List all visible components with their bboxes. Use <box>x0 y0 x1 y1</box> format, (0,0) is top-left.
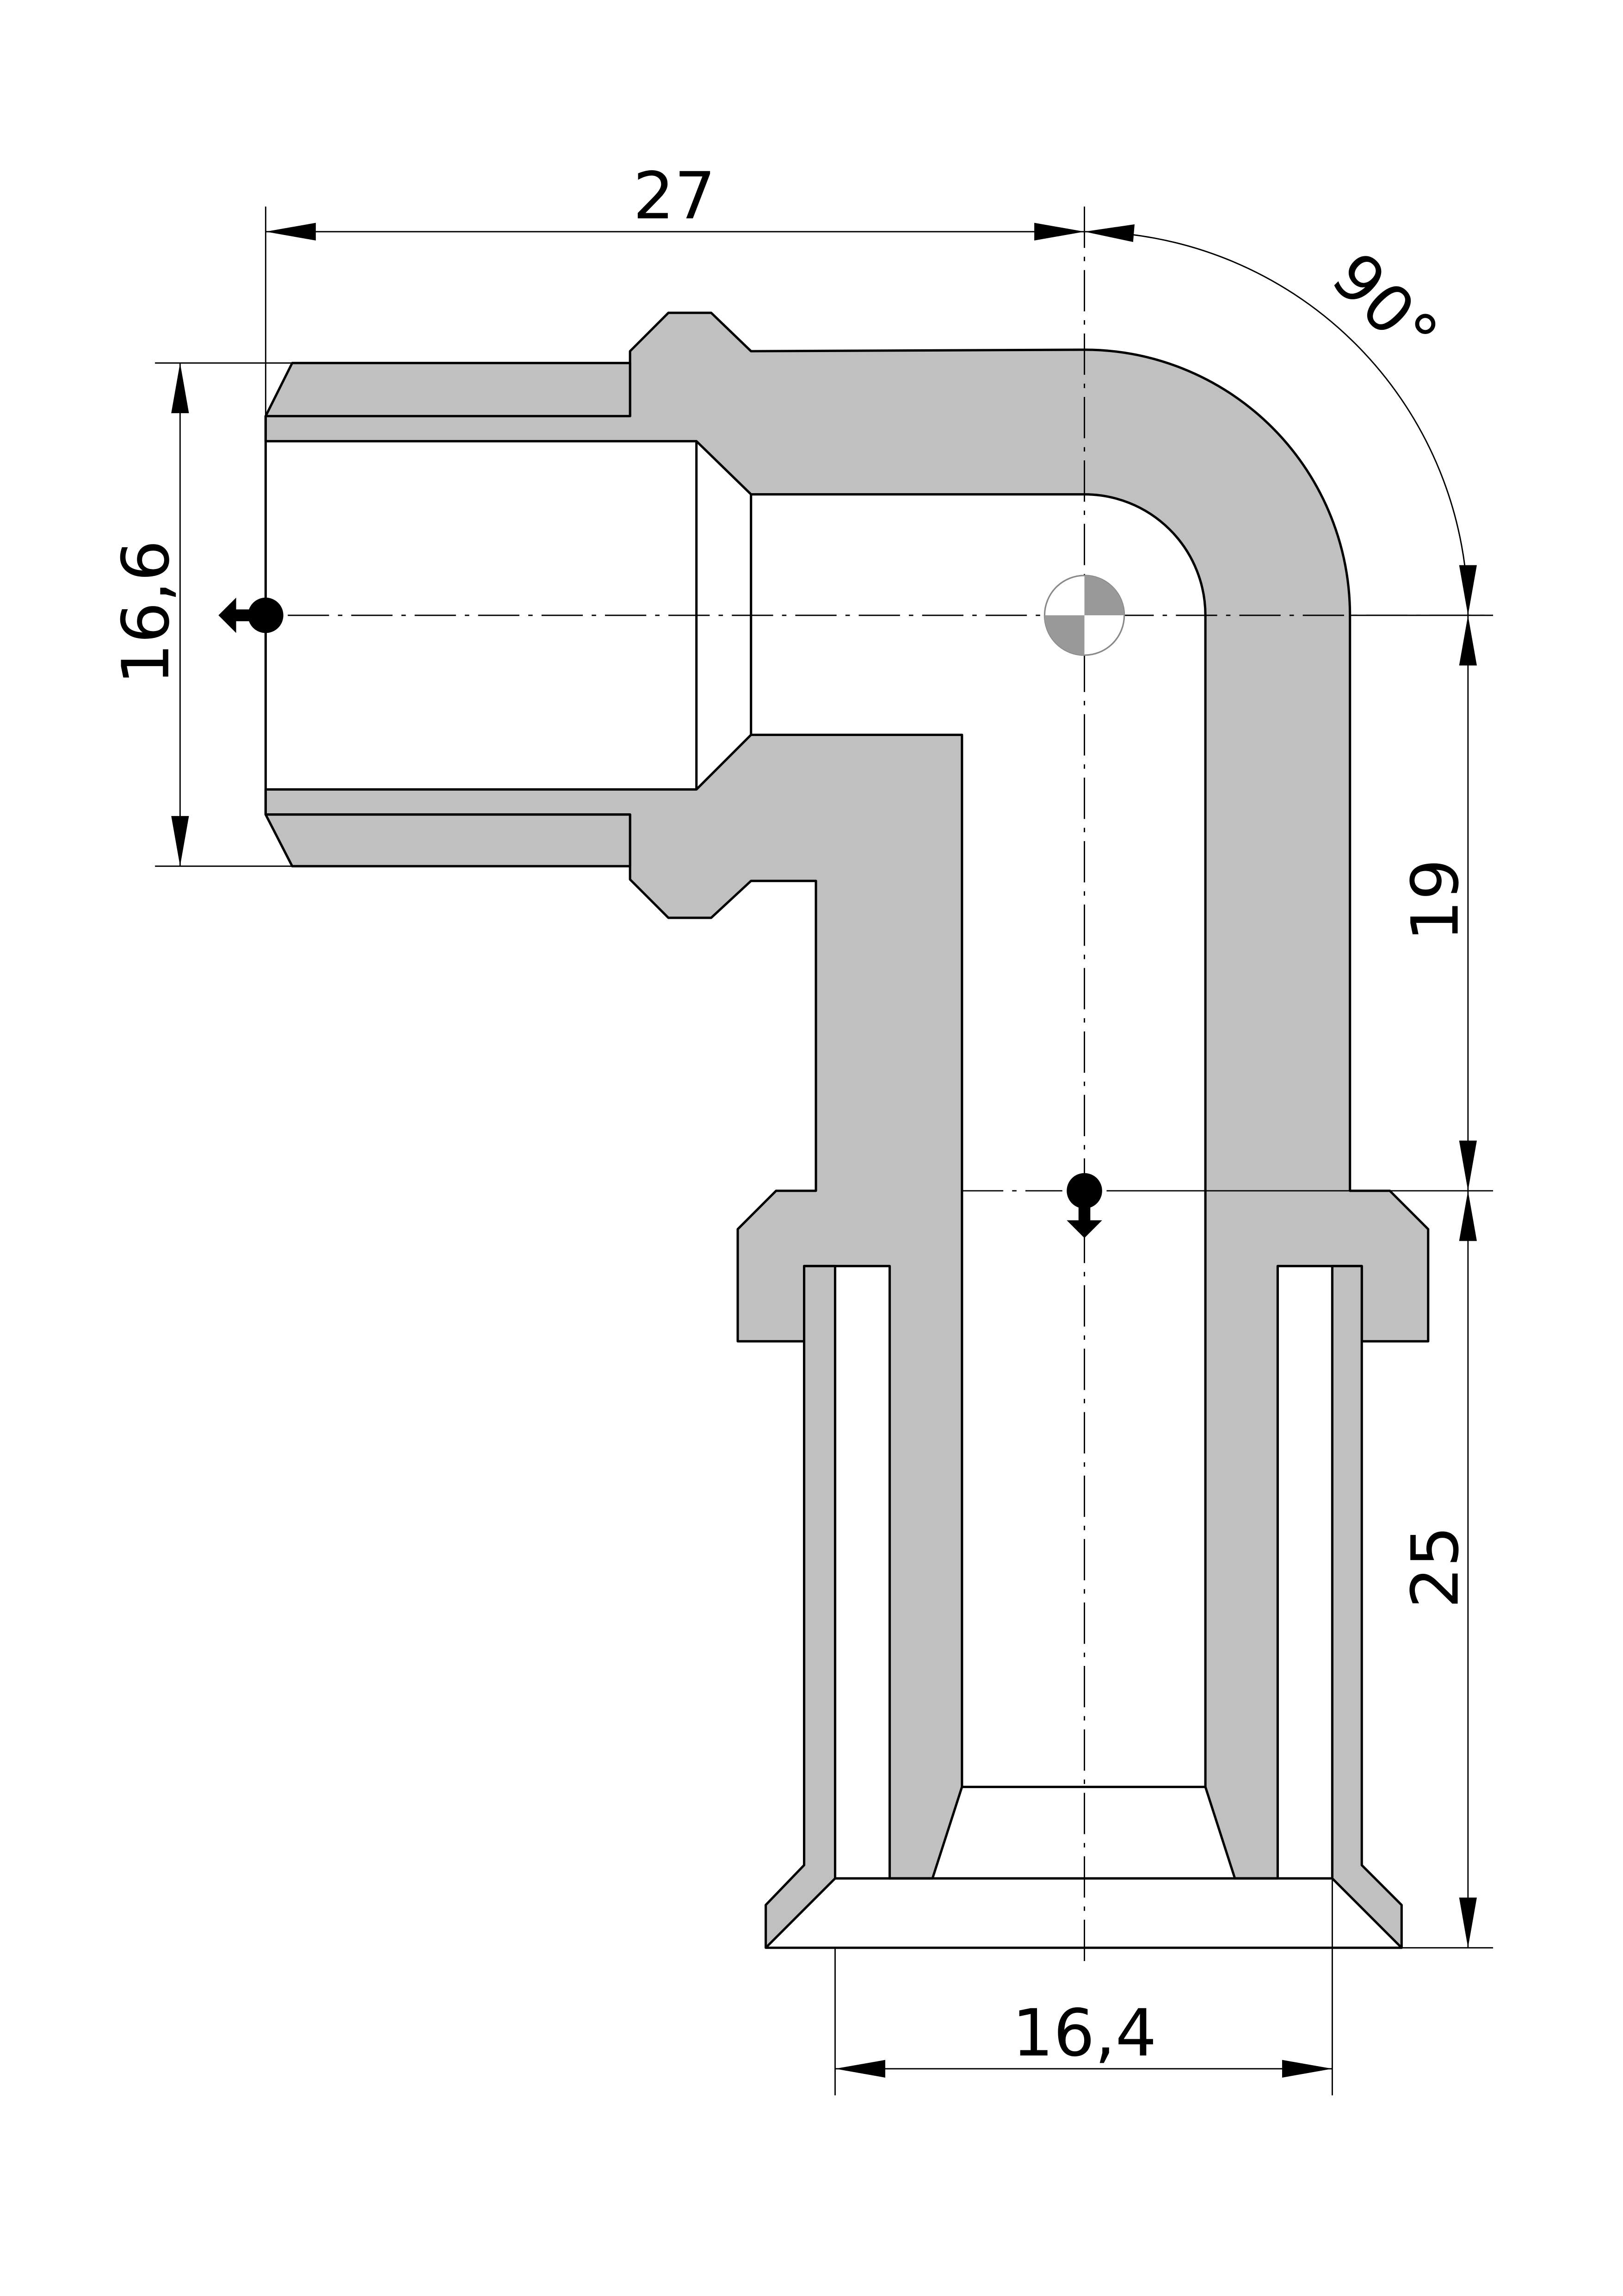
dim-arc-90 <box>1084 231 1469 616</box>
arrow-icon <box>265 223 316 241</box>
arrow-icon <box>1459 1190 1477 1241</box>
dim-text-27: 27 <box>633 159 716 234</box>
male-thread-bottom <box>264 813 631 867</box>
dim-text-angle: 90° <box>1317 239 1452 373</box>
arrow-icon <box>171 363 189 414</box>
arrow-icon <box>1459 615 1477 666</box>
male-thread-top <box>264 362 631 418</box>
dim-text-19: 19 <box>1398 859 1474 941</box>
connection-arrow-left-icon <box>218 597 284 633</box>
elbow-body-lower-section <box>264 733 963 1880</box>
arrow-icon <box>1034 223 1085 241</box>
elbow-body-upper-section <box>264 311 1430 1880</box>
arrow-icon <box>1459 565 1477 616</box>
dim-text-25: 25 <box>1398 1526 1474 1609</box>
center-of-gravity-icon <box>1043 575 1125 656</box>
arrow-icon <box>171 816 189 866</box>
arrow-icon <box>1084 224 1135 242</box>
dim-text-16-4: 16,4 <box>1012 1996 1156 2071</box>
connection-arrow-down-icon <box>1067 1173 1102 1238</box>
dim-text-16-6: 16,6 <box>109 540 184 684</box>
extension-lines <box>155 206 1493 2096</box>
arrow-icon <box>1459 1897 1477 1948</box>
press-sleeve-left <box>765 1265 837 1949</box>
arrow-icon <box>1459 1140 1477 1191</box>
press-sleeve-right <box>1331 1265 1403 1949</box>
arrow-icon <box>1282 2060 1333 2078</box>
arrow-icon <box>835 2060 885 2078</box>
